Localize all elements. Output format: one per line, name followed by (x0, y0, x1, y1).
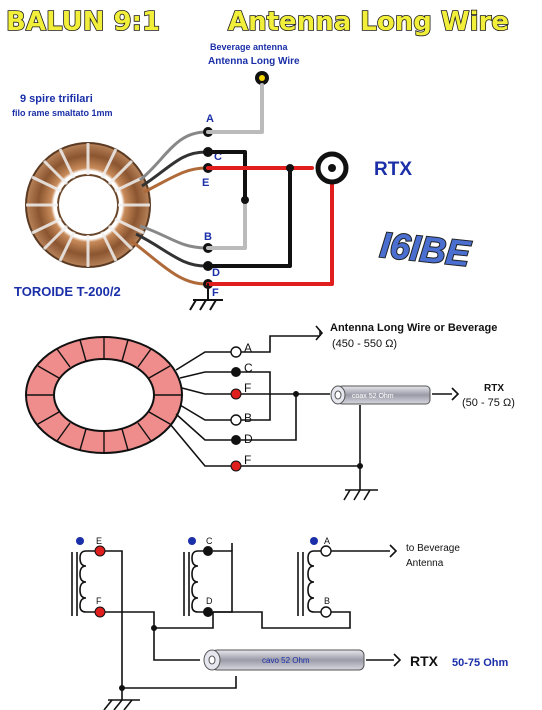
coil2-bottom-label: D (206, 596, 213, 606)
toroid-leads (129, 130, 207, 286)
antenna-terminal-icon (255, 71, 269, 85)
junction-dot (151, 625, 157, 631)
coil2-top-label: C (206, 536, 213, 546)
coil1-bottom-label: F (96, 596, 102, 606)
rtx-arrow-icon (451, 387, 460, 401)
rtx-impedance-3: 50-75 Ohm (452, 657, 508, 669)
term-b: B (204, 231, 212, 243)
section2-terminal-labels: A C F B D F (244, 341, 253, 467)
s2-term-a: A (244, 341, 252, 355)
title-left: BALUN 9:1 (6, 7, 160, 37)
term-c: C (214, 151, 222, 163)
rtx-connector-icon (315, 151, 349, 185)
coil-ab: A B (297, 536, 332, 618)
junction-dot (286, 164, 294, 172)
ground-icon (343, 489, 378, 501)
toroid-schematic (25, 336, 183, 454)
coil3-top-label: A (324, 536, 330, 546)
coax-label: coax 52 Ohm (352, 393, 394, 400)
coax-cable-icon (330, 385, 431, 405)
winding-line2: filo rame smaltato 1mm (12, 108, 113, 118)
antenna-label: Antenna Long Wire or Beverage (330, 322, 497, 334)
section2-leads (169, 351, 236, 467)
junction-dot (357, 463, 363, 469)
coax-cable-icon (203, 649, 365, 671)
term-d: D (212, 267, 220, 279)
rtx-label-2: RTX (484, 383, 504, 394)
coax-label-2: cavo 52 Ohm (262, 656, 310, 665)
toroid-label: TOROIDE T-200/2 (14, 284, 121, 299)
ground-icon (189, 299, 223, 311)
s2-term-c: C (244, 361, 253, 375)
term-f: F (212, 287, 219, 299)
section3-wiring (105, 543, 394, 689)
title-right: Antenna Long Wire (228, 7, 509, 37)
antenna-arrow-icon (315, 325, 324, 341)
terminal-labels: A C E B D F (202, 113, 222, 299)
winding-line1: 9 spire trifilari (20, 93, 93, 105)
section1-wiring (206, 83, 334, 301)
s2-term-f: F (244, 381, 251, 395)
rtx-label-3: RTX (410, 653, 439, 669)
section2-terminals (230, 346, 242, 472)
antenna-impedance: (450 - 550 Ω) (332, 338, 397, 350)
callsign-logo: I6IBE (378, 224, 473, 274)
s2-term-b: B (244, 411, 252, 425)
rtx-impedance-2: (50 - 75 Ω) (462, 397, 515, 409)
antenna-line2: Antenna Long Wire (208, 56, 300, 67)
coil3-bottom-label: B (324, 596, 330, 606)
junction-dot (241, 196, 249, 204)
antenna-line1: Beverage antenna (210, 42, 289, 52)
rtx-arrow-icon (393, 653, 402, 667)
ground-icon (103, 688, 140, 710)
section2-schematic: A C F B D F coax 52 Ohm (25, 322, 515, 501)
rtx-label: RTX (374, 159, 412, 180)
coil-ef: E F (71, 536, 106, 618)
term-a: A (206, 113, 214, 125)
section2-wiring (241, 335, 452, 490)
toroid-photo (25, 142, 151, 268)
term-e: E (202, 177, 209, 189)
antenna-arrow-icon (389, 544, 398, 558)
s2-term-d: D (244, 432, 253, 446)
coil-cd: C D (183, 536, 213, 617)
section1-photo-diagram: Beverage antenna Antenna Long Wire 9 spi… (12, 42, 474, 311)
antenna-line1-s3: to Beverage (406, 543, 460, 554)
title: BALUN 9:1 Antenna Long Wire (5, 6, 510, 38)
junction-dot (293, 391, 299, 397)
section3-coils: E F C D A B (71, 536, 508, 710)
s2-term-f2: F (244, 453, 251, 467)
coil1-top-label: E (96, 536, 102, 546)
antenna-line2-s3: Antenna (406, 558, 444, 569)
